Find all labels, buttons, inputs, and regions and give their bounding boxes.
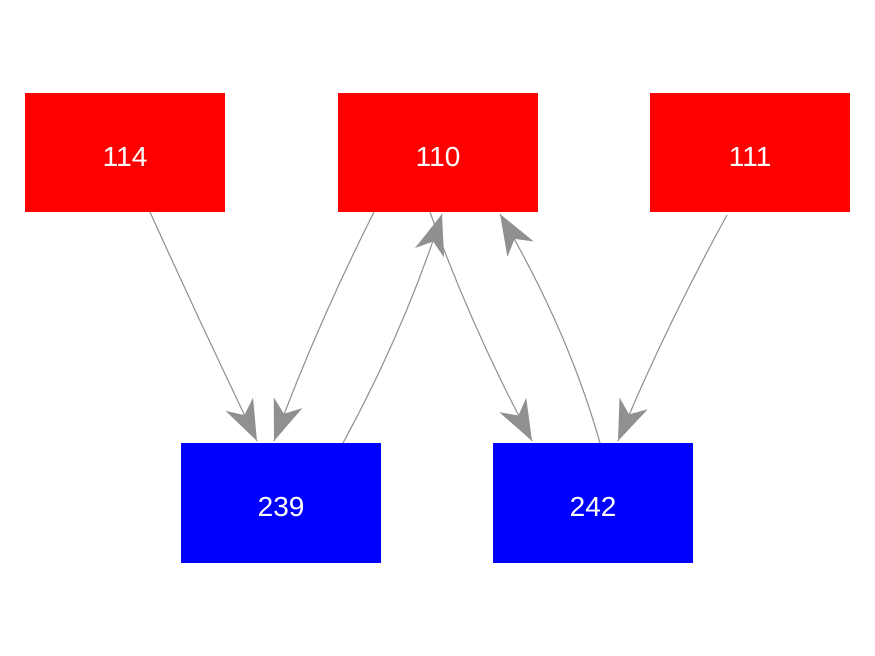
node-110-label: 110 <box>415 140 461 172</box>
edge-242-to-110 <box>499 213 601 444</box>
node-242: 242 <box>493 443 693 563</box>
node-239: 239 <box>181 443 381 563</box>
edge-239-to-110 <box>342 213 445 444</box>
node-114: 114 <box>25 93 225 212</box>
edge-110-to-239 <box>273 211 375 442</box>
node-111: 111 <box>650 93 850 212</box>
edge-114-to-239 <box>149 211 258 442</box>
edge-111-to-242 <box>617 214 728 442</box>
edge-110-to-242 <box>429 211 533 442</box>
node-111-label: 111 <box>728 140 772 172</box>
node-242-label: 242 <box>569 491 617 522</box>
edge-group <box>149 211 728 444</box>
node-239-label: 239 <box>257 491 305 522</box>
node-114-label: 114 <box>102 140 148 172</box>
node-110: 110 <box>338 93 538 212</box>
